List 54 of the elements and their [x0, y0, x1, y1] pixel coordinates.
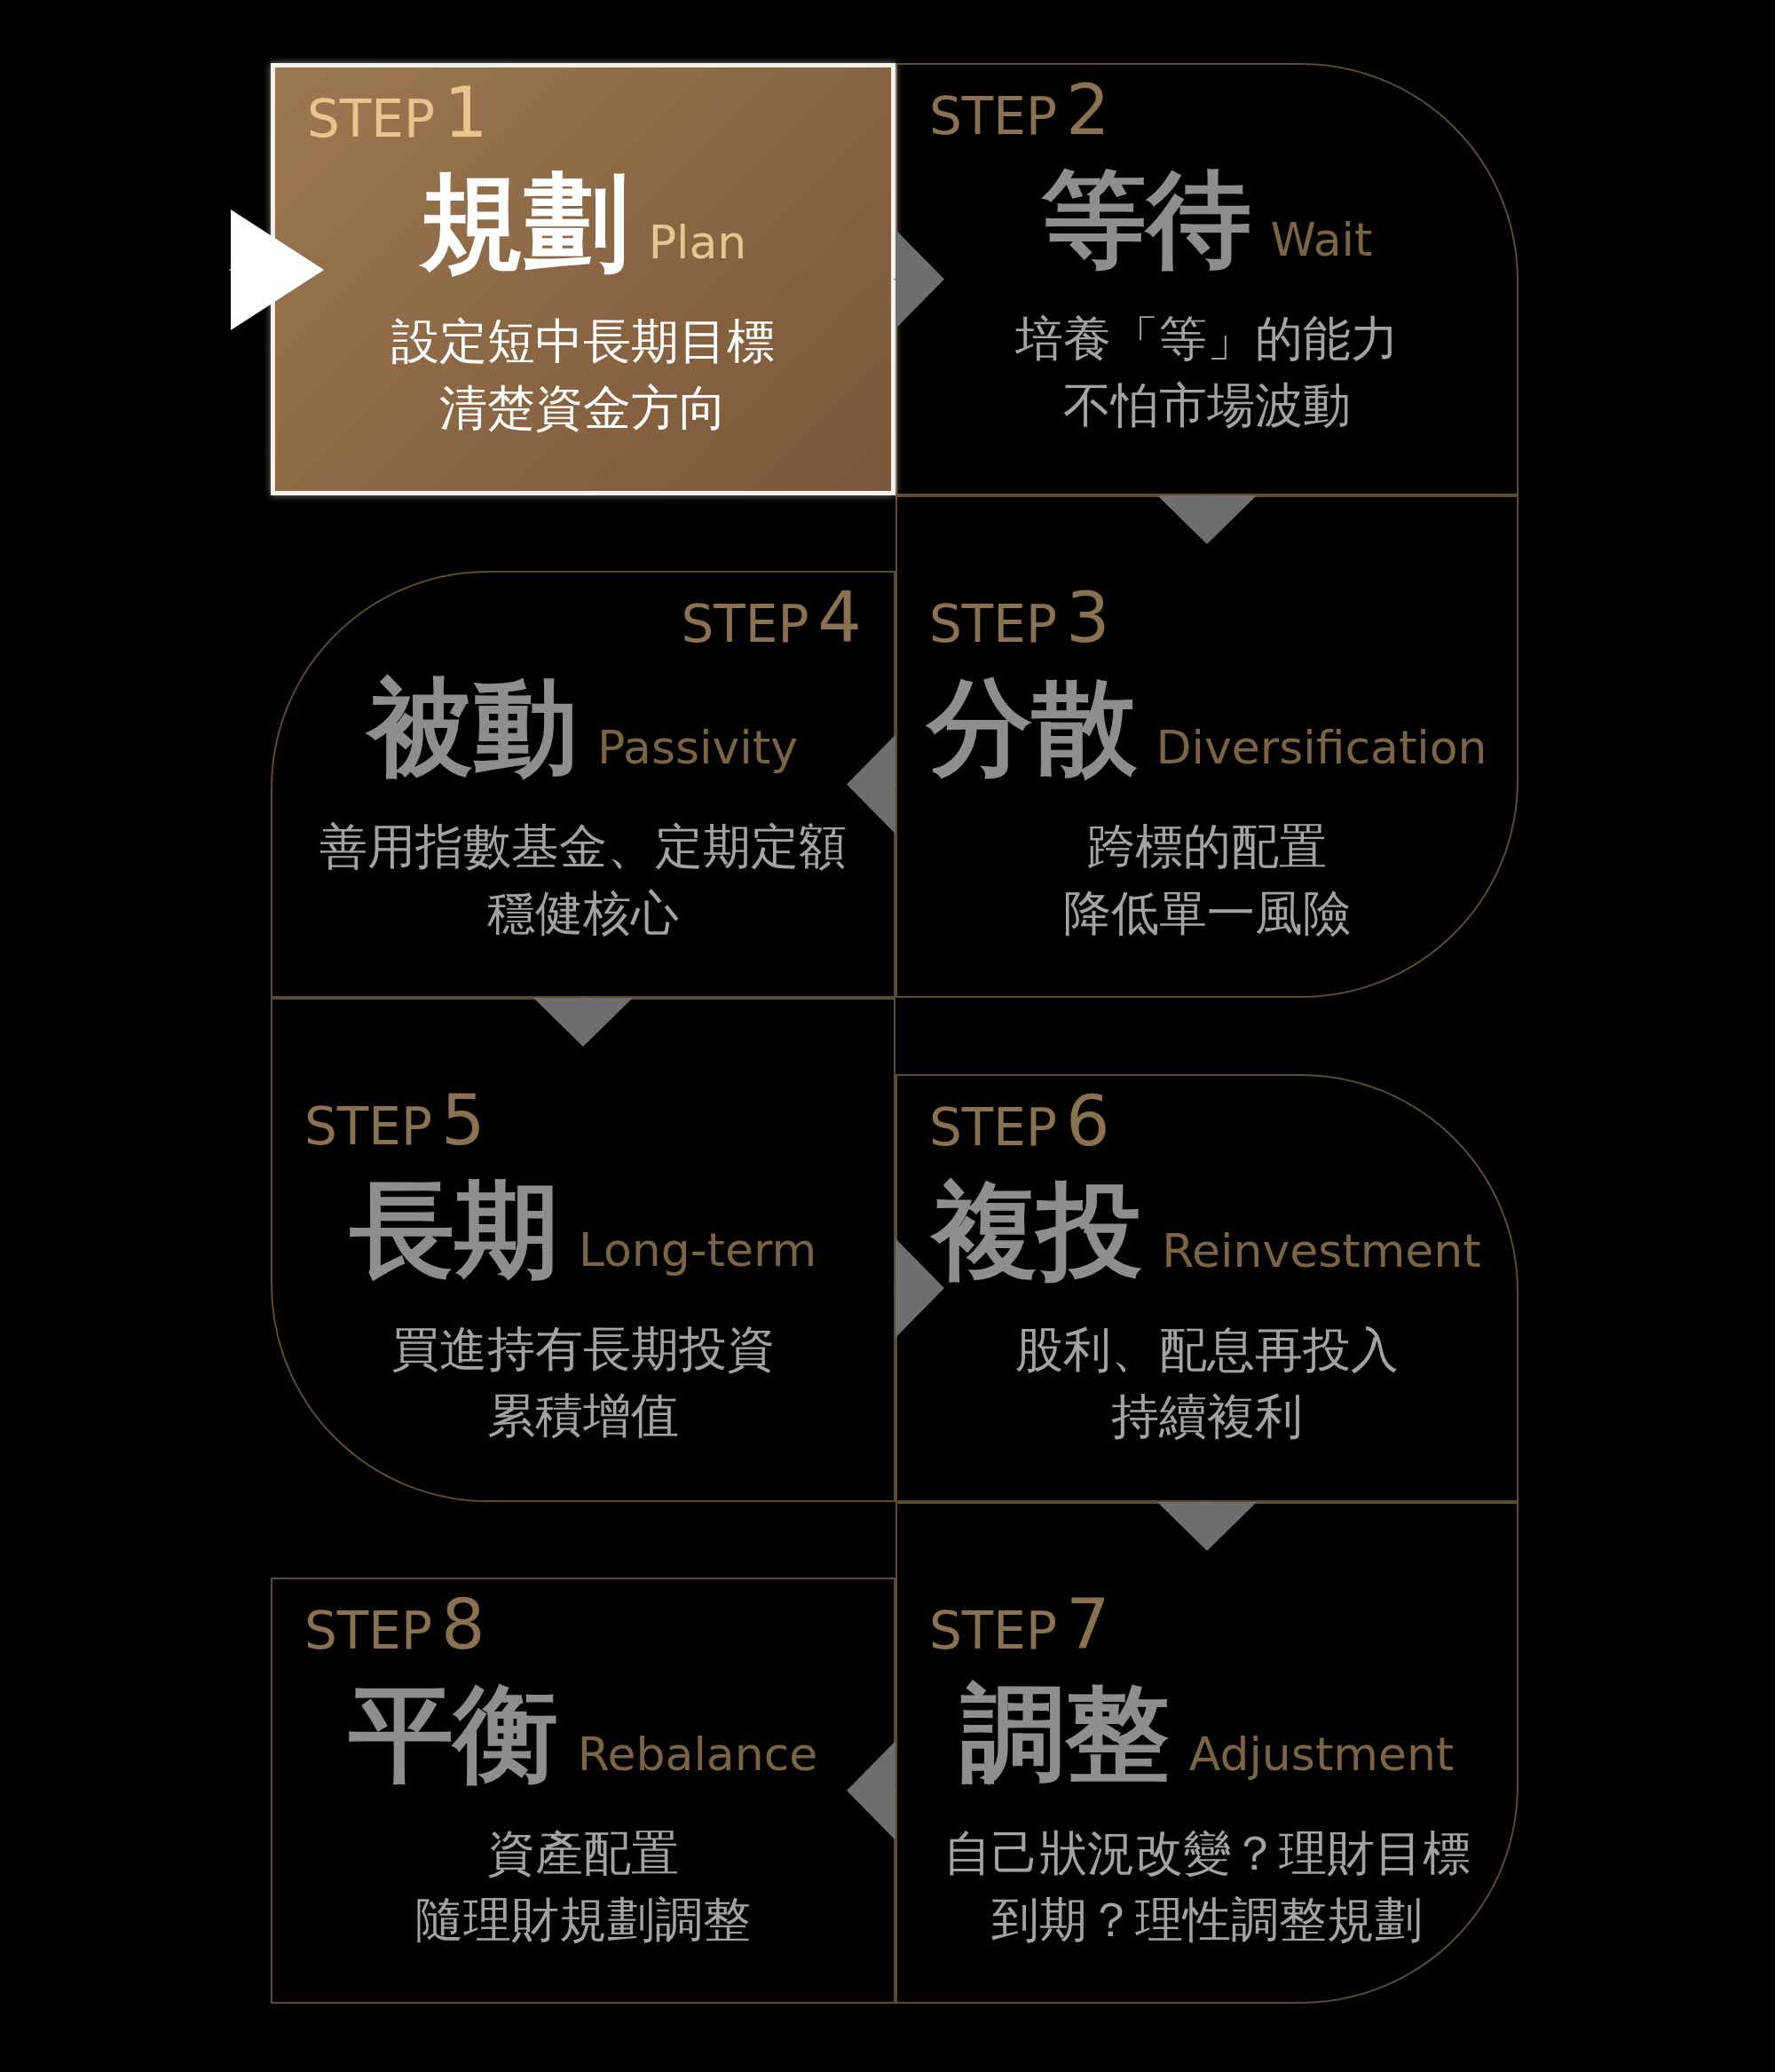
- step-word: STEP: [304, 1601, 432, 1661]
- step-title: 分散: [927, 670, 1137, 786]
- step-card: [895, 63, 1519, 495]
- step-number: 1: [443, 73, 488, 153]
- arrow: [533, 995, 633, 1047]
- step-title: 長期: [349, 1173, 559, 1288]
- step-card: [895, 1074, 1519, 1502]
- arrow: [847, 734, 898, 834]
- step-word: STEP: [929, 1601, 1057, 1661]
- step-card: [271, 1578, 895, 2004]
- step-card: [895, 495, 1519, 998]
- step-description: 善用指數基金、定期定額穩健核心: [319, 818, 848, 943]
- step-word: STEP: [929, 1097, 1057, 1158]
- arrow: [1157, 1499, 1257, 1551]
- step-word: STEP: [307, 89, 435, 149]
- step-subtitle: Passivity: [597, 721, 798, 774]
- step-number: 7: [1065, 1585, 1110, 1665]
- step-number: 2: [1065, 70, 1110, 150]
- step-word: STEP: [929, 594, 1057, 654]
- step-title: 等待: [1041, 162, 1251, 278]
- step-description: 買進持有長期投資累積增值: [390, 1320, 776, 1445]
- arrow: [847, 1741, 898, 1840]
- step-card: [271, 998, 895, 1502]
- arrow: [893, 229, 944, 329]
- step-card: [271, 571, 895, 998]
- step-title: 規劃: [419, 165, 629, 281]
- step-subtitle: Long-term: [578, 1223, 817, 1277]
- step-number: 4: [817, 578, 862, 658]
- arrow: [893, 1238, 944, 1338]
- arrow: [228, 210, 324, 330]
- step-word: STEP: [304, 1096, 432, 1157]
- step-description: 股利、配息再投入持續複利: [1014, 1321, 1400, 1446]
- step-description: 自己狀況改變？理財目標到期？理性調整規劃: [943, 1824, 1471, 1949]
- step-number: 8: [440, 1585, 485, 1665]
- step-number: 3: [1065, 578, 1110, 658]
- step-word: STEP: [929, 86, 1057, 146]
- step-title: 調整: [959, 1677, 1170, 1792]
- highlighted-step-card: [271, 63, 895, 495]
- step-word: STEP: [681, 594, 809, 654]
- step-number: 5: [440, 1080, 485, 1160]
- step-subtitle: Rebalance: [577, 1728, 818, 1781]
- step-title: 平衡: [348, 1677, 558, 1792]
- step-description: 跨標的配置降低單一風險: [1062, 818, 1352, 943]
- step-description: 設定短中長期目標清楚資金方向: [390, 312, 776, 438]
- step-subtitle: Reinvestment: [1162, 1224, 1481, 1277]
- step-number: 6: [1065, 1081, 1110, 1161]
- step-card: [895, 1502, 1519, 2004]
- step-subtitle: Diversification: [1156, 721, 1487, 774]
- step-subtitle: Plan: [648, 216, 747, 269]
- step-subtitle: Wait: [1270, 213, 1373, 266]
- step-subtitle: Adjustment: [1188, 1728, 1455, 1781]
- step-description: 培養「等」的能力不怕市場波動: [1014, 310, 1400, 435]
- arrow: [1157, 493, 1257, 544]
- step-description: 資產配置隨理財規劃調整: [414, 1824, 752, 1949]
